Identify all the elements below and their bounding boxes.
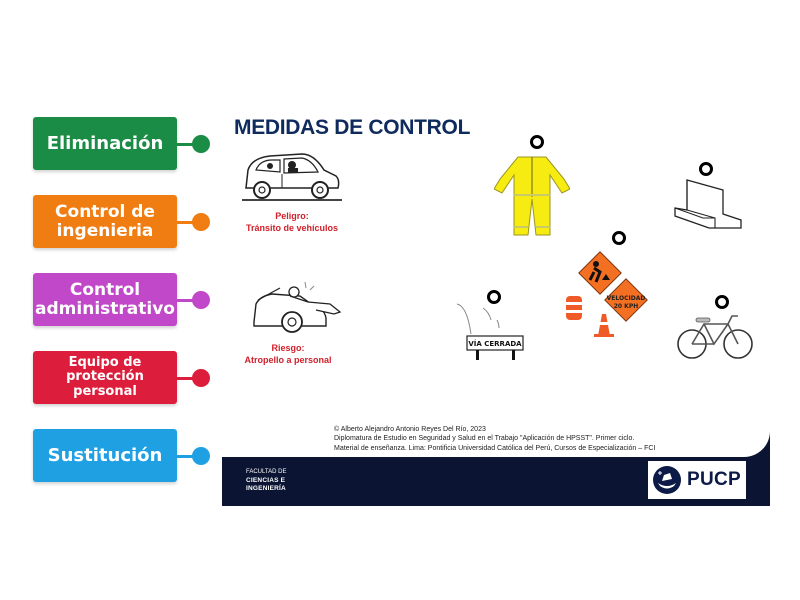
chip-dot-icon [192,290,210,309]
chip-connector [177,454,195,458]
chip-label-line1: Sustitución [47,444,163,466]
chip-label-line2: protección personal [66,369,144,399]
pedestrian-hit-illustration [253,282,342,333]
chip-dot-icon [192,134,210,153]
bicycle-icon [677,315,753,359]
hazard-caption: Peligro: Tránsito de vehículos [245,211,339,234]
chip-dot-icon [192,212,210,231]
roadwork-signs-icon: VELOCIDAD 20 KPH [566,251,648,337]
slide-title: MEDIDAS DE CONTROL [234,116,471,139]
chip-label-line1: Equipo de [68,355,142,371]
coverall-icon [494,156,570,236]
chip-dot-icon [192,368,210,387]
speed-sign-line2: 20 KPH [614,303,639,310]
speed-sign-line1: VELOCIDAD [607,295,646,302]
risk-caption: Riesgo: Atropello a personal [244,343,332,366]
chip-label-line1: Control de [55,201,155,222]
chip-label-line1: Control [69,279,141,300]
ring-marker [715,295,729,309]
credits-text: © Alberto Alejandro Antonio Reyes Del Rí… [334,426,656,452]
chip-label-line1: Eliminación [46,132,164,154]
chip-elimination[interactable]: Eliminación [33,117,177,170]
chip-connector [177,220,195,224]
chip-substitution[interactable]: Sustitución [33,429,177,482]
ring-marker [487,290,501,304]
pucp-logo: PUCP [648,461,746,499]
ring-marker [612,231,626,245]
footer-white-curve [222,400,770,457]
ring-marker [699,162,713,176]
road-closed-text: VÍA CERRADA [468,339,522,348]
chip-label-line2: administrativo [35,298,175,319]
chip-label-line2: ingenieria [56,220,154,241]
faculty-label: FACULTAD DE CIENCIAS E INGENIERÍA [246,469,287,492]
chip-connector [177,376,195,380]
road-closed-sign-icon: VÍA CERRADA [456,303,524,360]
ring-marker [530,135,544,149]
chip-connector [177,142,195,146]
car-illustration [242,153,342,201]
chip-connector [177,298,195,302]
pucp-logo-text: PUCP [687,469,741,490]
pucp-emblem-icon [653,466,681,494]
concrete-barrier-icon [674,179,742,229]
chip-dot-icon [192,446,210,465]
